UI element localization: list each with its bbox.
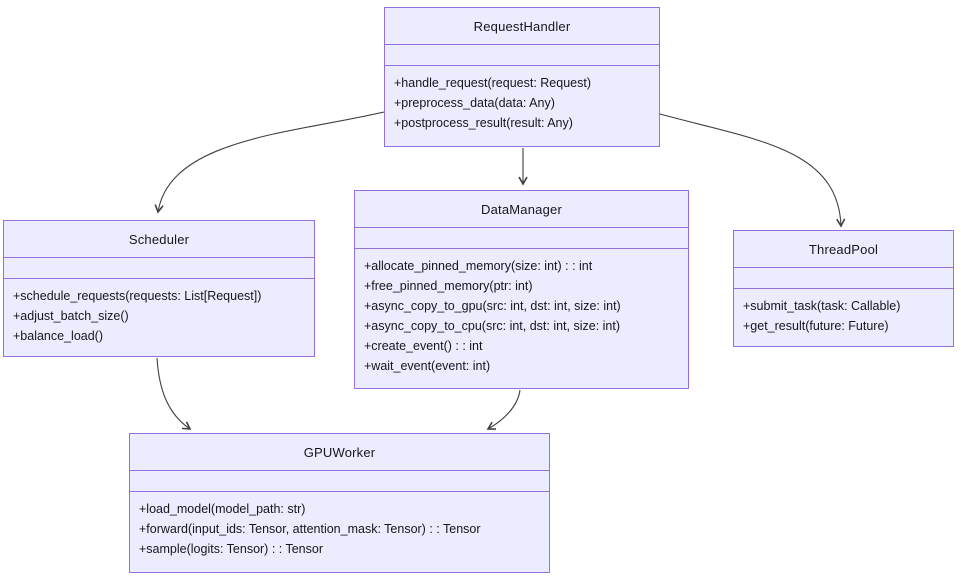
method-line: +sample(logits: Tensor) : : Tensor [139, 542, 323, 556]
edge-requesthandler-to-scheduler [154, 111, 385, 214]
class-methods: +handle_request(request: Request) +prepr… [385, 66, 659, 133]
edge-scheduler-to-gpuworker [156, 357, 192, 430]
method-line: +allocate_pinned_memory(size: int) : : i… [364, 259, 593, 273]
class-box-threadpool: ThreadPool +submit_task(task: Callable) … [733, 230, 954, 347]
class-methods: +allocate_pinned_memory(size: int) : : i… [355, 249, 688, 376]
method-line: +wait_event(event: int) [364, 359, 491, 373]
method-line: +postprocess_result(result: Any) [394, 116, 573, 130]
class-box-scheduler: Scheduler +schedule_requests(requests: L… [3, 220, 315, 357]
method-line: +free_pinned_memory(ptr: int) [364, 279, 533, 293]
class-methods: +submit_task(task: Callable) +get_result… [734, 289, 953, 336]
class-title: ThreadPool [734, 231, 953, 268]
class-attributes-empty [130, 471, 549, 492]
method-line: +preprocess_data(data: Any) [394, 96, 555, 110]
class-methods: +schedule_requests(requests: List[Reques… [4, 279, 314, 346]
class-title: RequestHandler [385, 8, 659, 45]
class-methods: +load_model(model_path: str) +forward(in… [130, 492, 549, 559]
method-line: +handle_request(request: Request) [394, 76, 592, 90]
class-box-datamanager: DataManager +allocate_pinned_memory(size… [354, 190, 689, 389]
method-line: +load_model(model_path: str) [139, 502, 306, 516]
method-line: +async_copy_to_cpu(src: int, dst: int, s… [364, 319, 621, 333]
class-attributes-empty [4, 258, 314, 279]
class-box-gpuworker: GPUWorker +load_model(model_path: str) +… [129, 433, 550, 573]
class-title: DataManager [355, 191, 688, 228]
method-line: +get_result(future: Future) [743, 319, 889, 333]
method-line: +create_event() : : int [364, 339, 483, 353]
method-line: +adjust_batch_size() [13, 309, 129, 323]
method-line: +forward(input_ids: Tensor, attention_ma… [139, 522, 481, 536]
class-box-requesthandler: RequestHandler +handle_request(request: … [384, 7, 660, 147]
method-line: +submit_task(task: Callable) [743, 299, 901, 313]
method-line: +balance_load() [13, 329, 103, 343]
edge-datamanager-to-gpuworker [486, 389, 521, 430]
class-attributes-empty [734, 268, 953, 289]
class-title: GPUWorker [130, 434, 549, 471]
class-attributes-empty [355, 228, 688, 249]
method-line: +async_copy_to_gpu(src: int, dst: int, s… [364, 299, 621, 313]
class-title: Scheduler [4, 221, 314, 258]
class-attributes-empty [385, 45, 659, 66]
method-line: +schedule_requests(requests: List[Reques… [13, 289, 262, 303]
